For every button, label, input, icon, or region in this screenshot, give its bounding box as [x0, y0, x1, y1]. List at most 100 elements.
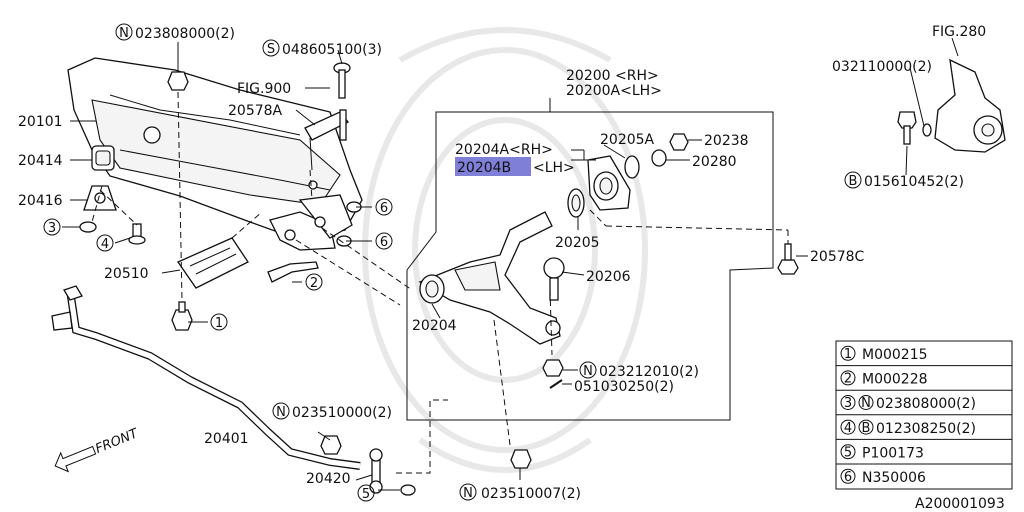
label-n023510007: 023510007(2) [481, 486, 581, 502]
legend-code-2: M000228 [862, 372, 928, 388]
legend-row-5: 5 P100173 [840, 444, 924, 461]
nut-n023510007 [510, 449, 532, 469]
circle-4 [96, 234, 114, 252]
bolt-2 [267, 261, 319, 283]
rivet-s [333, 62, 351, 99]
legend-num-6: 6 [844, 470, 852, 485]
stabilizer-link [369, 448, 383, 494]
plate-20510 [177, 237, 249, 289]
washer-20205 [567, 188, 585, 218]
legend-row-3: 3 N 023808000(2) [840, 395, 976, 412]
legend-prefix-4: B [862, 421, 871, 436]
label-n023510000: 023510000(2) [292, 405, 392, 421]
label-20206: 20206 [586, 269, 631, 285]
circle-n-023510007-letter: N [463, 486, 473, 501]
legend-num-4: 4 [844, 421, 852, 436]
washer-20205a [624, 155, 640, 179]
nut-20238 [669, 133, 689, 151]
label-20510: 20510 [104, 266, 149, 282]
circle-s-letter: S [267, 42, 275, 57]
legend-num-1: 1 [844, 347, 852, 362]
bolt-1 [171, 301, 193, 331]
label-20420: 20420 [306, 471, 351, 487]
nut-n023510000 [320, 435, 342, 455]
circle-n-top [115, 23, 133, 41]
label-20578a: 20578A [228, 103, 283, 119]
crossmember [67, 57, 363, 251]
circle-n-023212010-letter: N [583, 364, 593, 379]
circle-6b [375, 232, 393, 250]
label-20200a-lh: 20200A<LH> [566, 83, 662, 99]
circle-n-023510007 [459, 483, 477, 501]
circle-6a-num: 6 [380, 201, 388, 216]
circle-6a [375, 198, 393, 216]
washer-20280 [651, 149, 667, 167]
label-032110000: 032110000(2) [832, 59, 932, 75]
legend-row-6: 6 N350006 [840, 468, 926, 486]
legend-table: 1 M000215 2 M000228 3 N 023808000(2) 4 B… [835, 340, 1013, 490]
labels: N 023808000(2) S 048605100(3) FIG.900 20… [18, 23, 1005, 512]
highlight-20204b [455, 157, 531, 176]
circle-2-num: 2 [310, 276, 318, 291]
label-20578c: 20578C [810, 249, 865, 265]
label-20204b: 20204B [457, 160, 511, 176]
label-20204a-rh: 20204A<RH> [455, 142, 553, 158]
bolt-015610452 [897, 111, 917, 145]
circle-b-letter: B [849, 174, 858, 189]
ball-joint [543, 257, 565, 301]
nut-5 [400, 484, 416, 496]
label-20414: 20414 [18, 153, 63, 169]
front-arrow: FRONT [54, 426, 141, 473]
label-20416: 20416 [18, 193, 63, 209]
label-fig280: FIG.280 [932, 24, 986, 40]
legend-num-3: 3 [844, 396, 852, 411]
bushing-20414 [91, 145, 115, 171]
label-20101: 20101 [18, 114, 63, 130]
label-015610452: 015610452(2) [864, 174, 964, 190]
bolt-20578c [777, 243, 799, 275]
legend-row-1: 1 M000215 [840, 345, 928, 363]
circle-1-num: 1 [215, 316, 223, 331]
legend-code-4: 012308250(2) [876, 421, 976, 437]
legend-code-5: P100173 [862, 445, 924, 461]
legend-code-3: 023808000(2) [876, 396, 976, 412]
label-front: FRONT [93, 426, 141, 457]
circle-n-023212010 [579, 361, 597, 379]
label-20238: 20238 [704, 133, 749, 149]
circle-n-023510000 [272, 402, 290, 420]
knuckle [934, 58, 1006, 153]
circle-5 [357, 484, 375, 502]
bolt-20578a [304, 109, 350, 171]
cotter-pin [549, 379, 563, 389]
bushing-rear [587, 155, 631, 211]
legend-prefix-3: N [861, 396, 871, 411]
legend-num-5: 5 [844, 445, 852, 460]
label-top-s: 048605100(3) [282, 42, 382, 58]
circle-n-023510000-letter: N [276, 405, 286, 420]
label-20200-rh: 20200 <RH> [566, 68, 659, 84]
circle-s-top [262, 39, 280, 57]
clamp-20416 [83, 185, 117, 211]
label-20204: 20204 [412, 318, 457, 334]
legend-code-6: N350006 [862, 470, 926, 486]
diagram-code: A200001093 [915, 496, 1005, 512]
label-20205: 20205 [555, 235, 600, 251]
legend-row-4: 4 B 012308250(2) [840, 419, 976, 437]
legend-code-1: M000215 [862, 347, 928, 363]
top-nut [167, 71, 189, 91]
label-20204b-side: <LH> [533, 160, 575, 176]
label-top-n: 023808000(2) [135, 26, 235, 42]
label-20205a: 20205A [600, 132, 655, 148]
circle-5-num: 5 [362, 487, 370, 502]
circle-2 [305, 273, 323, 291]
circle-3-num: 3 [48, 221, 56, 236]
bolt-4 [128, 223, 146, 245]
label-051030250: 051030250(2) [574, 379, 674, 395]
legend-row-2: 2 M000228 [840, 370, 928, 388]
washer-032110000 [922, 123, 932, 137]
circle-1 [210, 313, 228, 331]
circle-6b-num: 6 [380, 235, 388, 250]
circle-b-015610452 [844, 171, 862, 189]
control-arm [418, 211, 561, 345]
